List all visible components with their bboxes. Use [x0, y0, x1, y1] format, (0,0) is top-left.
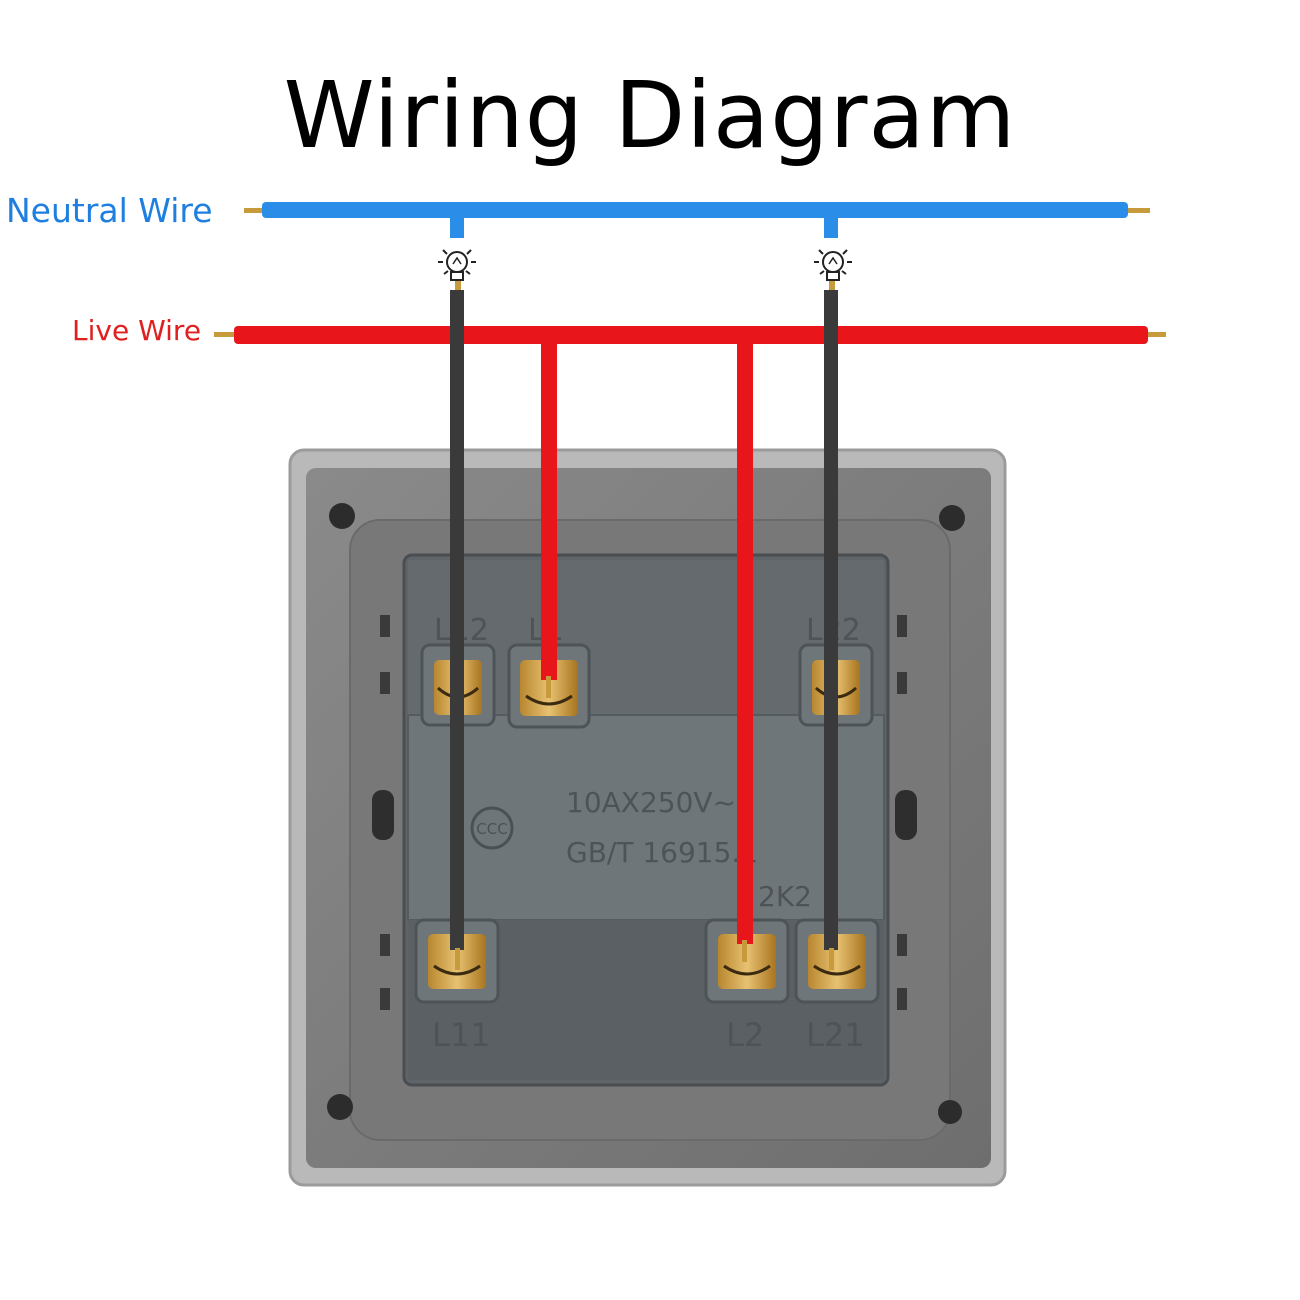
load-wire-right	[824, 278, 838, 970]
screw-hole	[938, 1100, 962, 1124]
screw-hole	[329, 503, 355, 529]
terminal-label-l2: L2	[726, 1016, 764, 1054]
load-wire-left	[450, 278, 464, 970]
light-bulb-icon	[438, 249, 476, 281]
mounting-slot	[372, 790, 394, 840]
terminal-label-l11: L11	[432, 1016, 491, 1054]
model-text: 2K2	[758, 880, 812, 913]
svg-text:CCC: CCC	[476, 820, 507, 838]
screw-hole	[327, 1094, 353, 1120]
mounting-slot	[895, 790, 917, 840]
terminal-label-l21: L21	[806, 1016, 865, 1054]
terminal-l21	[794, 918, 880, 1004]
live-wire	[214, 326, 1166, 344]
live-drop-l1	[541, 340, 557, 698]
standard-text: GB/T 16915.1	[566, 836, 758, 869]
neutral-wire-label: Neutral Wire	[6, 191, 213, 230]
diagram-title: Wiring Diagram	[283, 62, 1017, 169]
light-bulb-icon	[814, 249, 852, 281]
screw-hole	[939, 505, 965, 531]
ccc-certification-mark: CCC	[470, 806, 514, 850]
rating-text: 10AX250V~	[566, 786, 736, 819]
live-drop-l2	[737, 340, 753, 962]
live-wire-label: Live Wire	[72, 314, 202, 347]
neutral-wire	[244, 202, 1150, 238]
